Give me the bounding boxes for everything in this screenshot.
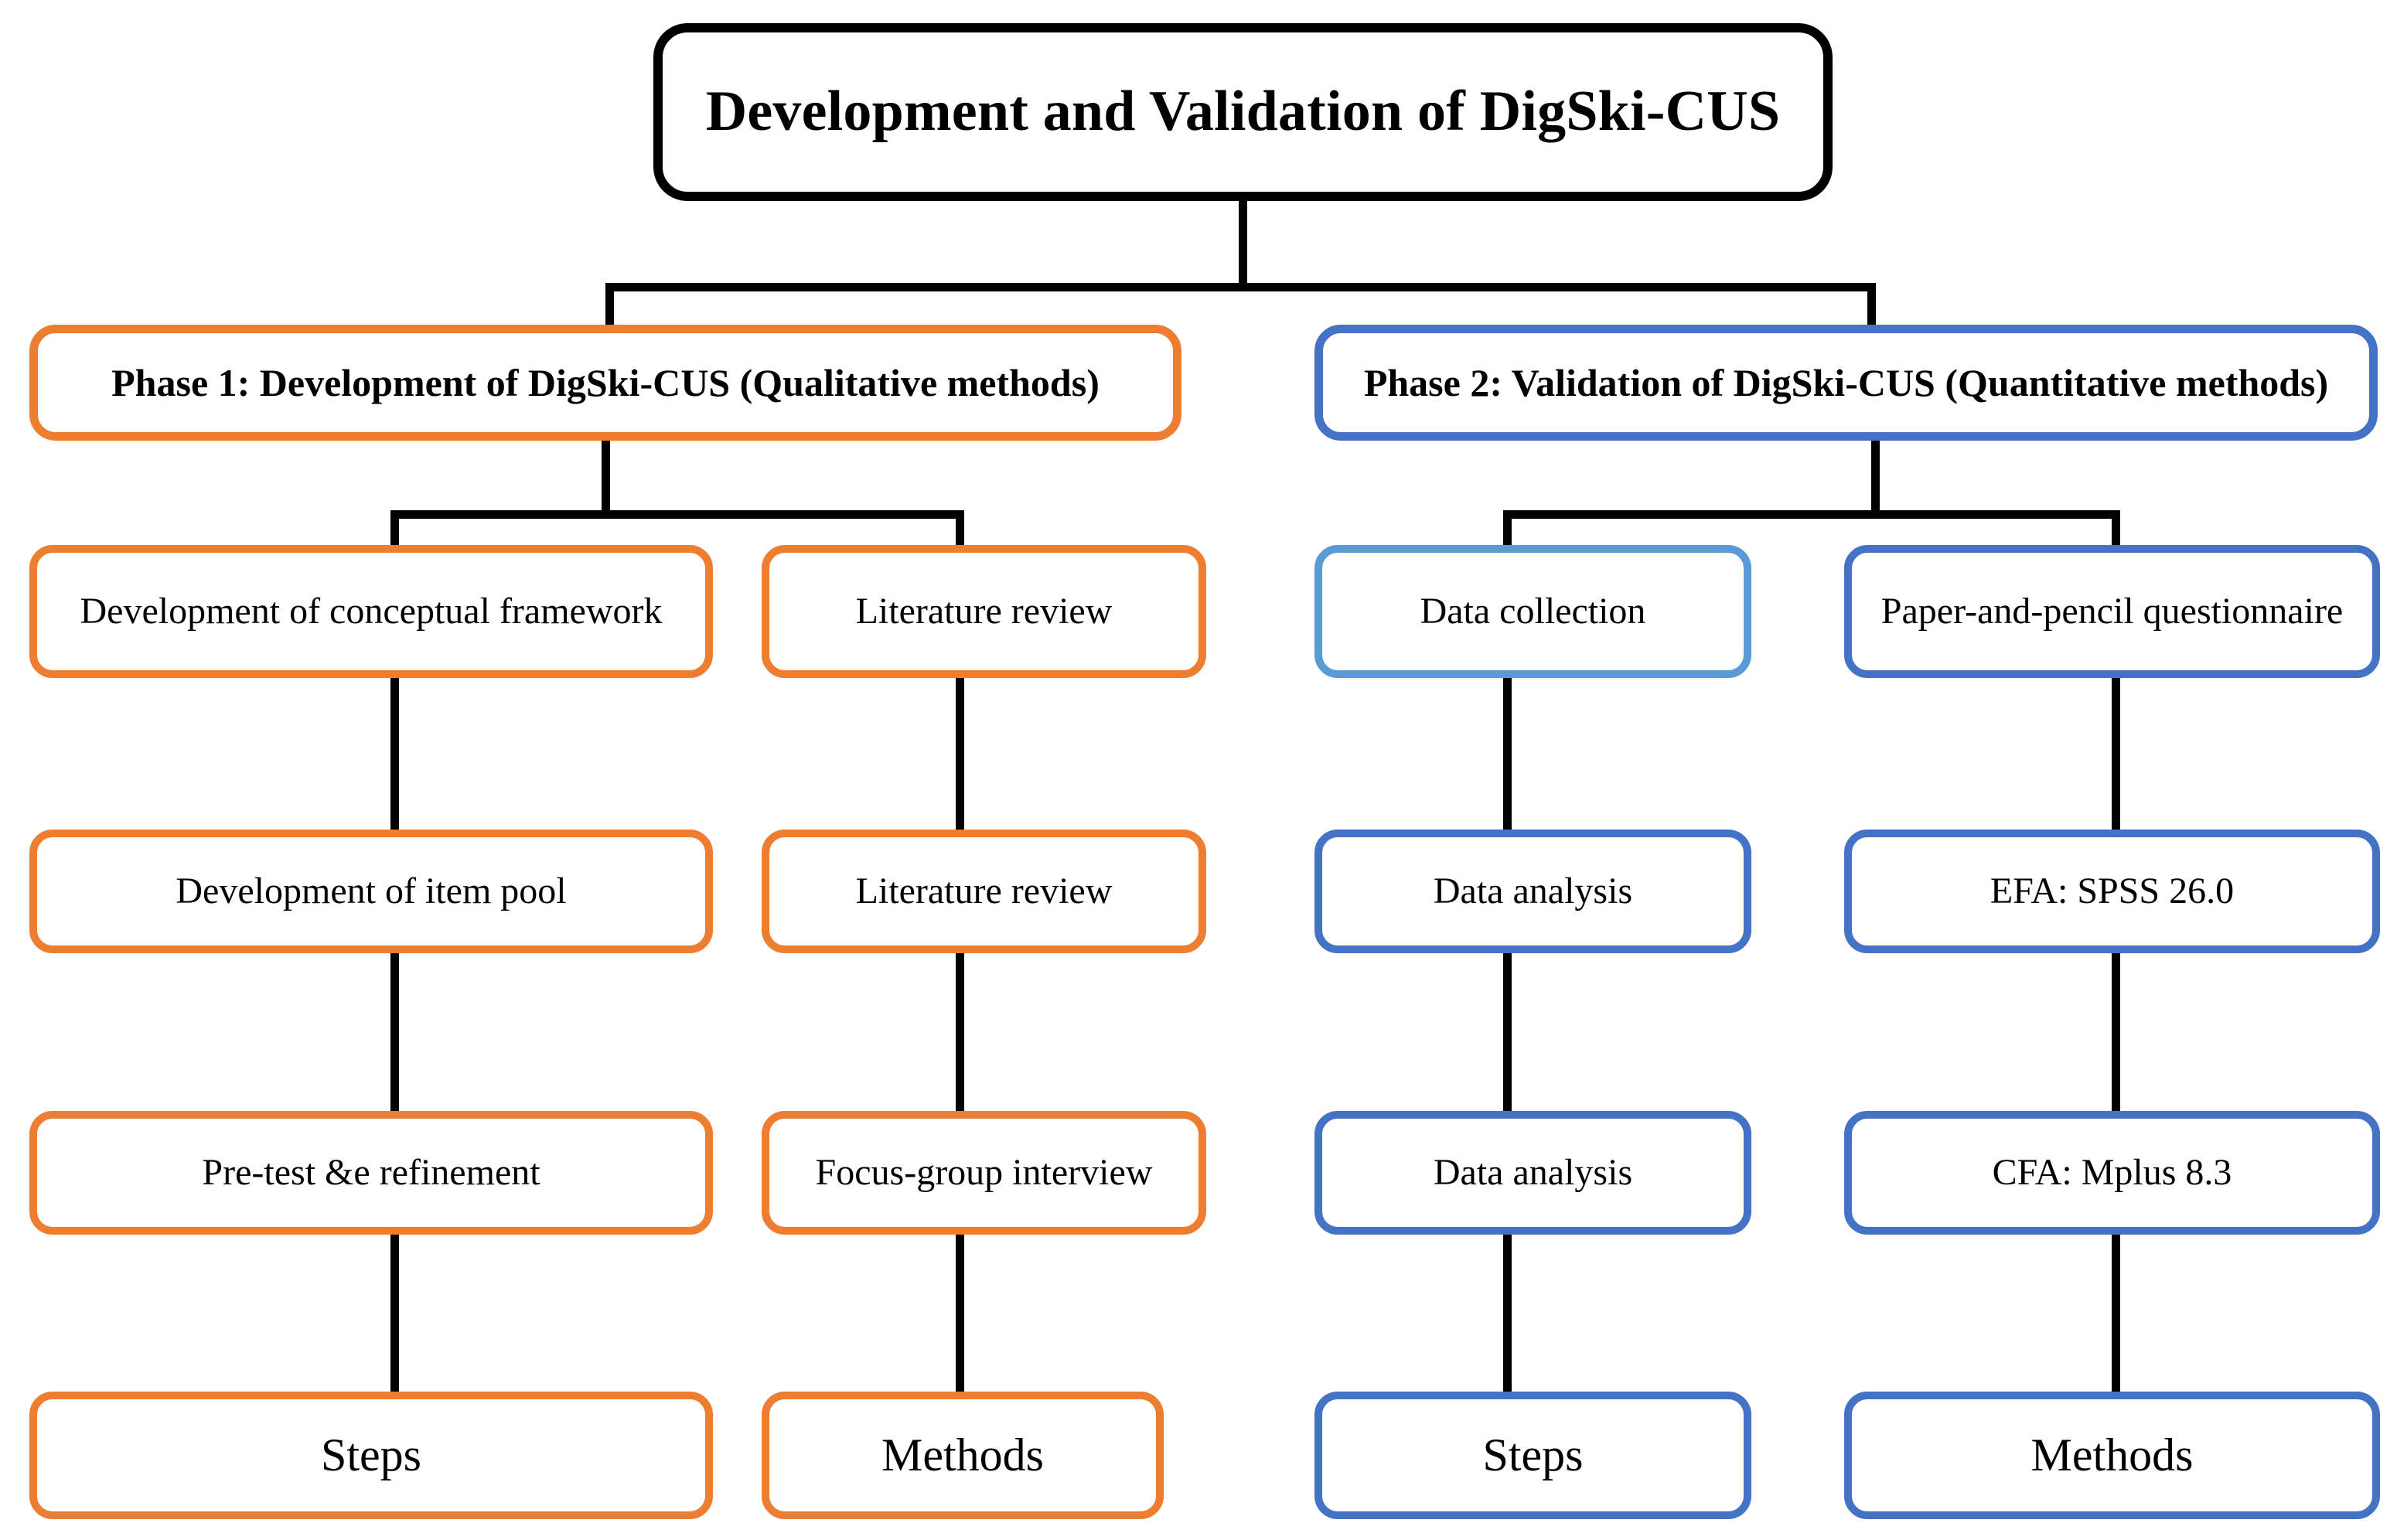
connector-phase-2-trunk — [1871, 441, 1880, 516]
phase-2-methods-item-2-label: EFA: SPSS 26.0 — [1990, 870, 2235, 911]
phase-1-methods-legend: Methods — [762, 1392, 1164, 1519]
connector-p2m-3-legend — [2112, 1235, 2120, 1399]
connector-p2m-1-2 — [2112, 678, 2120, 834]
phase-2-methods-item-3: CFA: Mplus 8.3 — [1844, 1111, 2380, 1235]
phase-2-steps-item-1: Data collection — [1314, 545, 1751, 678]
connector-title-trunk — [1239, 201, 1247, 286]
connector-p1m-2-3 — [956, 953, 964, 1116]
phase-1-steps-item-2: Development of item pool — [29, 830, 713, 953]
phase-1-methods-item-2-label: Literature review — [855, 870, 1113, 911]
phase-1-steps-legend: Steps — [29, 1392, 713, 1519]
phase-2-methods-legend-label: Methods — [2030, 1429, 2194, 1481]
connector-p2s-2-3 — [1503, 953, 1512, 1116]
connector-top-to-phase-1 — [605, 283, 614, 329]
phase-1-methods-item-2: Literature review — [762, 830, 1206, 953]
phase-1-methods-item-1: Literature review — [762, 545, 1206, 678]
connector-phase-2-to-methods — [2112, 510, 2120, 550]
connector-p2s-1-2 — [1503, 678, 1512, 834]
phase-2-methods-item-2: EFA: SPSS 26.0 — [1844, 830, 2380, 953]
phase-2-steps-item-3: Data analysis — [1314, 1111, 1751, 1235]
phase-2-steps-item-2: Data analysis — [1314, 830, 1751, 953]
diagram-title-text: Development and Validation of DigSki-CUS — [705, 80, 1781, 144]
phase-1-steps-item-2-label: Development of item pool — [176, 870, 567, 911]
connector-phase-2-to-steps — [1503, 510, 1512, 550]
phase-1-steps-legend-label: Steps — [320, 1429, 422, 1481]
phase-1-methods-item-3-label: Focus-group interview — [815, 1151, 1153, 1193]
phase-2-steps-item-3-label: Data analysis — [1433, 1151, 1633, 1193]
phase-1-steps-item-3: Pre-test &e refinement — [29, 1111, 713, 1235]
connector-p1s-1-2 — [390, 678, 399, 834]
phase-1-steps-item-1: Development of conceptual framework — [29, 545, 713, 678]
connector-p1s-3-legend — [390, 1235, 399, 1399]
connector-top-to-phase-2 — [1867, 283, 1876, 329]
phase-2-steps-item-2-label: Data analysis — [1433, 870, 1633, 911]
phase-2-methods-item-1: Paper-and-pencil questionnaire — [1844, 545, 2380, 678]
phase-2-header-box: Phase 2: Validation of DigSki-CUS (Quant… — [1314, 325, 2378, 441]
phase-1-methods-item-1-label: Literature review — [855, 590, 1113, 632]
phase-2-steps-item-1-label: Data collection — [1420, 590, 1646, 632]
connector-p2m-2-3 — [2112, 953, 2120, 1116]
connector-p1m-3-legend — [956, 1235, 964, 1399]
connector-top-split-bar — [605, 283, 1876, 291]
connector-phase-1-to-steps — [390, 510, 399, 550]
phase-2-methods-item-3-label: CFA: Mplus 8.3 — [1992, 1151, 2232, 1193]
phase-2-header-label: Phase 2: Validation of DigSki-CUS (Quant… — [1363, 360, 2329, 404]
phase-1-header-box: Phase 1: Development of DigSki-CUS (Qual… — [29, 325, 1181, 441]
diagram-title-box: Development and Validation of DigSki-CUS — [653, 23, 1833, 201]
phase-1-steps-item-1-label: Development of conceptual framework — [80, 590, 663, 632]
connector-phase-1-trunk — [602, 441, 610, 516]
phase-2-steps-legend-label: Steps — [1482, 1429, 1584, 1481]
phase-1-methods-legend-label: Methods — [881, 1429, 1044, 1481]
phase-2-steps-legend: Steps — [1314, 1392, 1751, 1519]
phase-2-methods-legend: Methods — [1844, 1392, 2380, 1519]
connector-p1s-2-3 — [390, 953, 399, 1116]
phase-1-methods-item-3: Focus-group interview — [762, 1111, 1206, 1235]
phase-1-header-label: Phase 1: Development of DigSki-CUS (Qual… — [111, 360, 1100, 404]
connector-p2s-3-legend — [1503, 1235, 1512, 1399]
phase-1-steps-item-3-label: Pre-test &e refinement — [202, 1151, 540, 1193]
connector-p1m-1-2 — [956, 678, 964, 834]
connector-phase-1-split-bar — [390, 510, 964, 519]
connector-phase-2-split-bar — [1503, 510, 2120, 519]
phase-2-methods-item-1-label: Paper-and-pencil questionnaire — [1880, 590, 2344, 632]
connector-phase-1-to-methods — [956, 510, 964, 550]
